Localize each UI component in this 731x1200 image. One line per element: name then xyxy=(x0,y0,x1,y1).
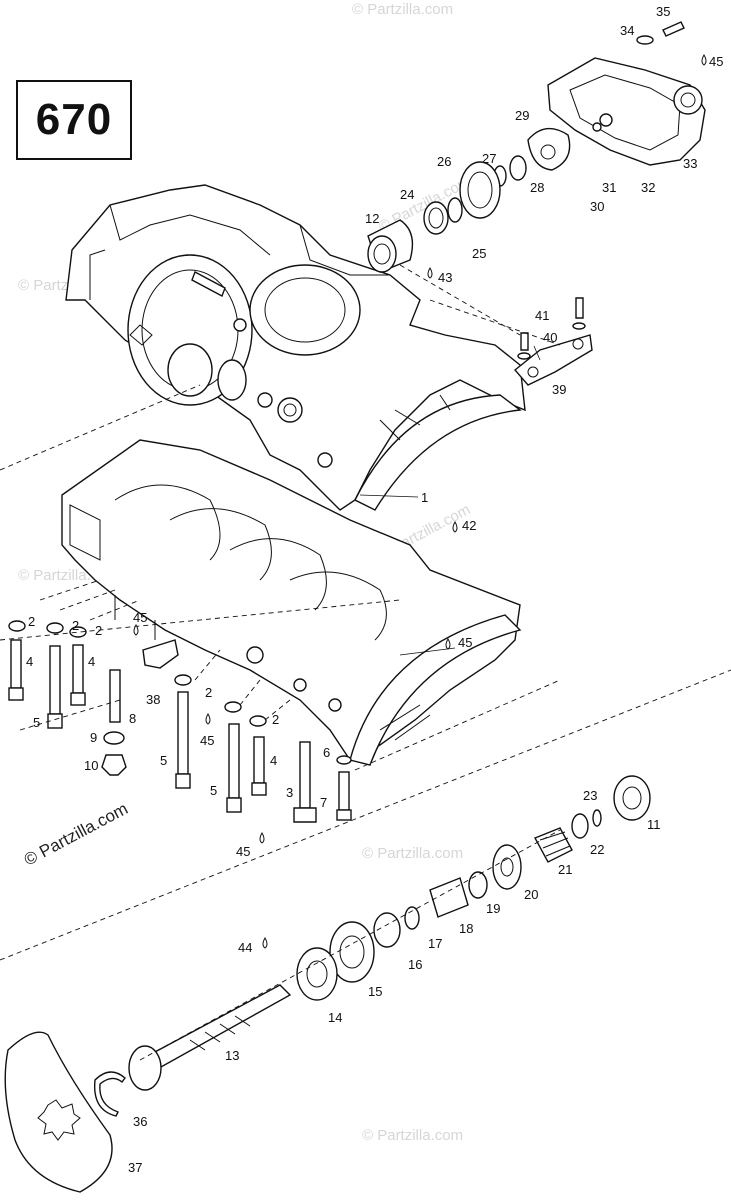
engine-model-box: 670 xyxy=(16,80,132,160)
callout-8: 8 xyxy=(129,711,136,726)
callout-23: 23 xyxy=(583,788,597,803)
callout-15: 15 xyxy=(368,984,382,999)
callout-45: 45 xyxy=(133,610,147,625)
callout-20: 20 xyxy=(524,887,538,902)
leader-lines xyxy=(359,345,541,656)
callout-2: 2 xyxy=(28,614,35,629)
callout-2: 2 xyxy=(72,618,79,633)
callout-18: 18 xyxy=(459,921,473,936)
callout-17: 17 xyxy=(428,936,442,951)
callout-34: 34 xyxy=(620,23,634,38)
callout-27: 27 xyxy=(482,151,496,166)
callout-2: 2 xyxy=(95,623,102,638)
callout-12: 12 xyxy=(365,211,379,226)
callout-28: 28 xyxy=(530,180,544,195)
lower-crankcase xyxy=(61,439,522,766)
callout-31: 31 xyxy=(602,180,616,195)
callout-2: 2 xyxy=(272,712,279,727)
bracket xyxy=(513,297,593,386)
callout-6: 6 xyxy=(323,745,330,760)
callout-1: 1 xyxy=(421,490,428,505)
watermark: © Partzilla.com xyxy=(362,845,463,862)
callout-19: 19 xyxy=(486,901,500,916)
callout-30: 30 xyxy=(590,199,604,214)
callout-45: 45 xyxy=(200,733,214,748)
callout-43: 43 xyxy=(438,270,452,285)
rotary-valve-stack xyxy=(367,155,527,273)
watermark: © Partzilla.com xyxy=(362,1127,463,1144)
callout-16: 16 xyxy=(408,957,422,972)
callout-2: 2 xyxy=(205,685,212,700)
callout-10: 10 xyxy=(84,758,98,773)
callout-5: 5 xyxy=(210,783,217,798)
callout-45: 45 xyxy=(709,54,723,69)
callout-5: 5 xyxy=(33,715,40,730)
callout-41: 41 xyxy=(535,308,549,323)
valve-cover-assembly xyxy=(527,21,706,171)
callout-32: 32 xyxy=(641,180,655,195)
callout-39: 39 xyxy=(552,382,566,397)
callout-38: 38 xyxy=(146,692,160,707)
callout-13: 13 xyxy=(225,1048,239,1063)
oil-drop-icon xyxy=(133,53,707,949)
callout-4: 4 xyxy=(88,654,95,669)
callout-45: 45 xyxy=(236,844,250,859)
drive-shaft-assembly xyxy=(4,775,651,1193)
crankcase-fasteners xyxy=(8,620,352,823)
callout-42: 42 xyxy=(462,518,476,533)
callout-4: 4 xyxy=(270,753,277,768)
callout-5: 5 xyxy=(160,753,167,768)
callout-29: 29 xyxy=(515,108,529,123)
callout-9: 9 xyxy=(90,730,97,745)
callout-labels: 35 34 45 29 33 26 27 28 31 32 30 24 12 2… xyxy=(26,4,723,1175)
watermark: © Partzilla.com xyxy=(352,1,453,18)
callout-44: 44 xyxy=(238,940,252,955)
callout-11: 11 xyxy=(647,817,661,832)
callout-35: 35 xyxy=(656,4,670,19)
callout-4: 4 xyxy=(26,654,33,669)
engine-model-label: 670 xyxy=(35,95,113,144)
callout-3: 3 xyxy=(286,785,293,800)
watermark-main: © Partzilla.com xyxy=(21,799,131,870)
callout-26: 26 xyxy=(437,154,451,169)
callout-21: 21 xyxy=(558,862,572,877)
callout-24: 24 xyxy=(400,187,414,202)
callout-14: 14 xyxy=(328,1010,342,1025)
callout-37: 37 xyxy=(128,1160,142,1175)
upper-crankcase xyxy=(65,184,526,511)
callout-22: 22 xyxy=(590,842,604,857)
callout-25: 25 xyxy=(472,246,486,261)
alignment-lines xyxy=(0,264,731,1061)
callout-7: 7 xyxy=(320,795,327,810)
callout-33: 33 xyxy=(683,156,697,171)
callout-40: 40 xyxy=(543,330,557,345)
callout-36: 36 xyxy=(133,1114,147,1129)
callout-45: 45 xyxy=(458,635,472,650)
